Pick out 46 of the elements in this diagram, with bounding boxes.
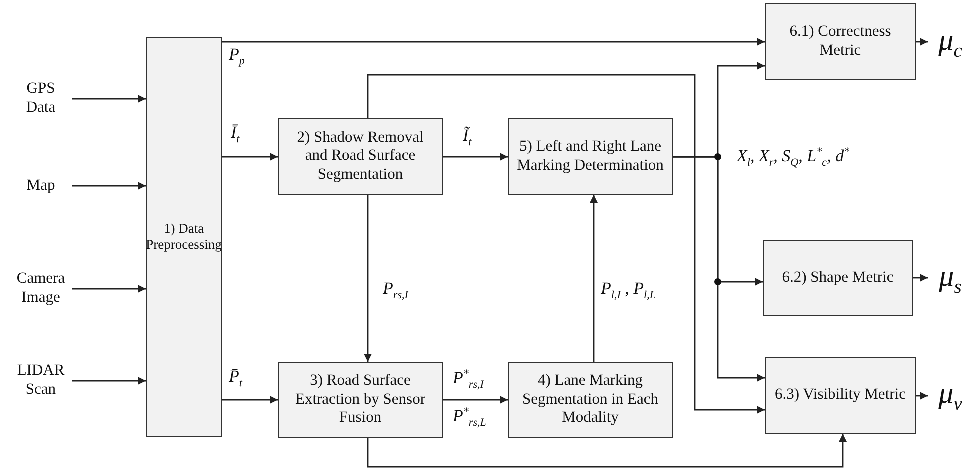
process-box (765, 357, 916, 434)
edge-label: Ĩ$_{t}$ (462, 127, 473, 149)
arrow (72, 95, 146, 103)
signal-label: X$_{l}$, X$_{r}$, S$_{Q}$, L$^{*}$$_{c}$, d$^{*}$ (736, 146, 851, 170)
box-label: 3) Road Surface Extraction by Sensor Fusion (294, 372, 426, 428)
edge-label: P$_{p}$ (228, 46, 246, 68)
box-label: 4) Lane Marking Segmentation in Each Modality (521, 372, 660, 428)
process-box (508, 118, 673, 195)
arrow (916, 392, 928, 400)
arrow (222, 153, 278, 161)
output-label: μ$_{v}$ (938, 376, 962, 416)
arrow (916, 38, 928, 46)
process-box (765, 3, 916, 80)
arrow (913, 274, 928, 282)
arrow (367, 74, 765, 414)
process-box (508, 362, 673, 438)
input-label: GPS Data (25, 80, 57, 118)
box-label: 5) Left and Right Lane Marking Determination (516, 138, 665, 176)
output-label: μ$_{s}$ (939, 258, 962, 300)
box-label: 6.3) Visibility Metric (775, 386, 906, 405)
arrow (222, 396, 278, 404)
process-box (278, 118, 443, 195)
process-box (146, 37, 222, 437)
arrow (443, 153, 508, 161)
process-box (278, 362, 443, 438)
edge-label: P̄$_{t}$ (228, 368, 244, 390)
arrow (72, 377, 146, 385)
box-label: 6.1) Correctness Metric (788, 22, 892, 60)
input-label: Camera Image (16, 270, 66, 308)
box-label: 6.2) Shape Metric (782, 268, 894, 288)
box-label: 2) Shadow Removal and Road Surface Segmentation (296, 128, 425, 184)
edge-label: P$_{l,I}$ , P$_{l,L}$ (600, 280, 658, 302)
arrow (443, 396, 508, 404)
edge-label: Ī$_{t}$ (230, 124, 241, 146)
process-box (763, 240, 913, 316)
arrow (72, 182, 146, 190)
arrow (364, 195, 372, 362)
output-label: μ$_{c}$ (938, 22, 962, 64)
arrow (673, 156, 765, 382)
arrow (72, 285, 146, 293)
input-label: Map (26, 176, 56, 196)
input-label: LIDAR Scan (16, 362, 66, 400)
arrow (590, 195, 598, 362)
arrow (367, 434, 847, 468)
edge-label: P$_{rs,I}$ (382, 280, 410, 302)
arrow (222, 38, 765, 46)
